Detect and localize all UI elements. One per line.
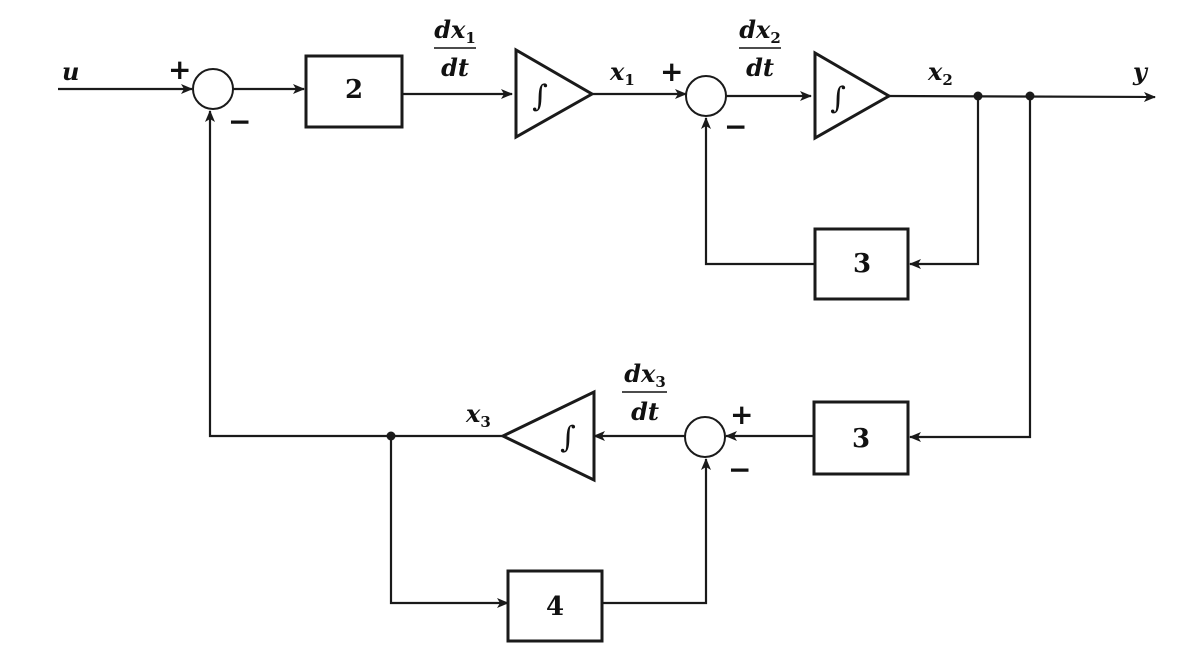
wire-x2-to-gain3-top: [909, 96, 980, 269]
label-dx3-dt: dx3 dt: [622, 359, 667, 426]
gain-block-4-label: 4: [546, 592, 564, 622]
svg-text:dt: dt: [631, 397, 659, 426]
svg-text:dt: dt: [746, 53, 774, 82]
svg-text:dt: dt: [441, 53, 469, 82]
label-dx2-dt: dx2 dt: [739, 15, 781, 82]
integrator-3-symbol: ∫: [560, 422, 576, 457]
integrator-1-symbol: ∫: [532, 79, 548, 114]
gain-block-3-top-label: 3: [853, 249, 871, 279]
label-x2: x2: [927, 57, 953, 89]
summing-junction-3: [684, 416, 726, 458]
summing-junction-1: [192, 68, 234, 110]
label-y: y: [1132, 57, 1149, 86]
wire-gain4-to-sum3: [603, 458, 711, 605]
junction-y: [1025, 91, 1035, 101]
sum2-plus-sign: +: [660, 55, 683, 88]
label-dx1-dt: dx1 dt: [434, 15, 476, 82]
integrator-2-symbol: ∫: [830, 81, 846, 116]
wire-x3-feedback-to-sum1: [205, 110, 503, 438]
wire-y-to-gain3-bottom: [909, 96, 1032, 442]
gain-block-3-bottom: [812, 400, 910, 476]
label-u: u: [62, 57, 79, 86]
junction-x3: [386, 431, 396, 441]
summing-junction-2: [685, 75, 727, 117]
label-x1: x1: [609, 57, 635, 89]
svg-text:dx3: dx3: [624, 359, 666, 391]
wire-int2-to-output: [888, 91, 1156, 102]
integrator-2: [813, 50, 893, 141]
gain-block-2-label: 2: [345, 75, 363, 105]
gain-block-3-bottom-label: 3: [852, 424, 870, 454]
gain-block-4: [506, 569, 604, 643]
integrator-1: [514, 47, 596, 140]
svg-text:dx2: dx2: [739, 15, 781, 47]
sum1-plus-sign: +: [168, 53, 191, 86]
sum1-minus-sign: −: [228, 105, 251, 138]
sum3-minus-sign: −: [728, 453, 751, 486]
sum2-minus-sign: −: [724, 110, 747, 143]
integrator-3: [499, 389, 596, 483]
gain-block-2: [304, 54, 404, 129]
gain-block-3-top: [813, 227, 910, 301]
junction-x2: [973, 91, 983, 101]
wire-gain3-top-to-sum2: [701, 117, 815, 266]
label-x3: x3: [465, 399, 491, 431]
wire-x3-to-gain4: [389, 436, 509, 608]
sum3-plus-sign: +: [730, 398, 753, 431]
svg-text:dx1: dx1: [434, 15, 476, 47]
